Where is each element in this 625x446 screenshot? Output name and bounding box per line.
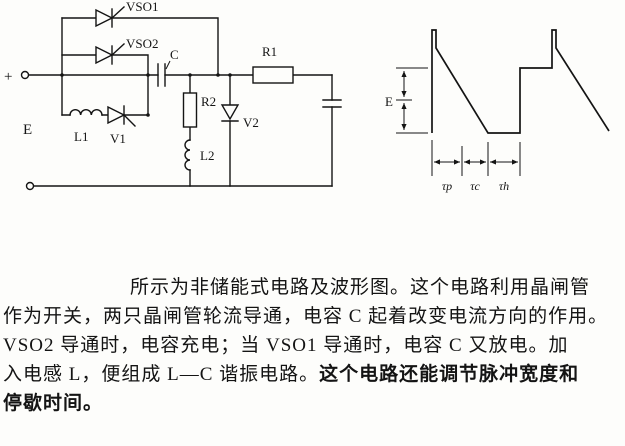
paragraph-text: 停歇时间。 bbox=[3, 393, 104, 414]
label-tau-h: τh bbox=[499, 179, 509, 193]
paragraph-text: 这个电路还能调节脉冲宽度和 bbox=[319, 364, 580, 385]
label-source-e: E bbox=[23, 122, 32, 138]
circuit-wires bbox=[27, 17, 333, 187]
waveform-trace bbox=[431, 29, 610, 134]
amplitude-dimension: E bbox=[385, 67, 428, 134]
time-dimension: τp τc τh bbox=[431, 140, 521, 193]
circuit-diagram: + E VSO1 VSO2 C R1 R2 L2 V2 L1 V1 bbox=[4, 0, 342, 191]
label-l2: L2 bbox=[200, 148, 214, 163]
resistor-r2-symbol bbox=[182, 92, 198, 128]
paragraph-line: VSO2 导通时，电容充电；当 VSO1 导通时，电容 C 又放电。加 bbox=[3, 331, 622, 360]
label-r2: R2 bbox=[201, 94, 216, 109]
label-waveform-e: E bbox=[385, 94, 393, 109]
capacitor-c-symbol bbox=[157, 60, 171, 87]
label-c: C bbox=[170, 47, 179, 62]
label-plus: + bbox=[4, 69, 12, 85]
label-v2: V2 bbox=[243, 115, 259, 130]
label-vso1: VSO1 bbox=[126, 0, 159, 14]
label-tau-c: τc bbox=[470, 179, 480, 193]
thyristor-v1-symbol bbox=[107, 105, 136, 127]
paragraph-text: 入电感 L，便组成 L—C 谐振电路。 bbox=[3, 364, 320, 385]
input-terminal-negative bbox=[25, 181, 35, 191]
paragraph-text: VSO2 导通时，电容充电；当 VSO1 导通时，电容 C 又放电。加 bbox=[3, 335, 569, 356]
inductor-l1-symbol bbox=[69, 109, 103, 116]
thyristor-vso2-symbol bbox=[95, 43, 125, 65]
inductor-l2-symbol bbox=[184, 139, 191, 171]
label-r1: R1 bbox=[262, 44, 277, 59]
diode-v2-symbol bbox=[220, 104, 240, 122]
waveform-diagram: E τp τc τh bbox=[385, 29, 610, 193]
thyristor-vso1-symbol bbox=[95, 6, 125, 28]
paragraph-line: 作为开关，两只晶闸管轮流导通，电容 C 起着改变电流方向的作用。 bbox=[3, 302, 622, 331]
label-tau-p: τp bbox=[442, 179, 452, 193]
figure-schematic-and-waveform: + E VSO1 VSO2 C R1 R2 L2 V2 L1 V1 E bbox=[4, 0, 610, 193]
label-vso2: VSO2 bbox=[126, 36, 159, 51]
junction-dots bbox=[60, 73, 232, 117]
label-l1: L1 bbox=[74, 129, 88, 144]
input-terminal-positive bbox=[20, 70, 30, 80]
paragraph-line: 停歇时间。 bbox=[3, 389, 622, 418]
label-v1: V1 bbox=[110, 131, 126, 146]
paragraph-text: 作为开关，两只晶闸管轮流导通，电容 C 起着改变电流方向的作用。 bbox=[3, 306, 609, 327]
paragraph: 所示为非储能式电路及波形图。这个电路利用晶闸管作为开关，两只晶闸管轮流导通，电容… bbox=[3, 273, 622, 418]
paragraph-text: 所示为非储能式电路及波形图。这个电路利用晶闸管 bbox=[130, 277, 591, 298]
resistor-r1-symbol bbox=[252, 66, 294, 84]
paragraph-line: 入电感 L，便组成 L—C 谐振电路。这个电路还能调节脉冲宽度和 bbox=[3, 360, 622, 389]
load-capacitor-symbol bbox=[322, 99, 342, 108]
paragraph-line: 所示为非储能式电路及波形图。这个电路利用晶闸管 bbox=[3, 273, 622, 302]
